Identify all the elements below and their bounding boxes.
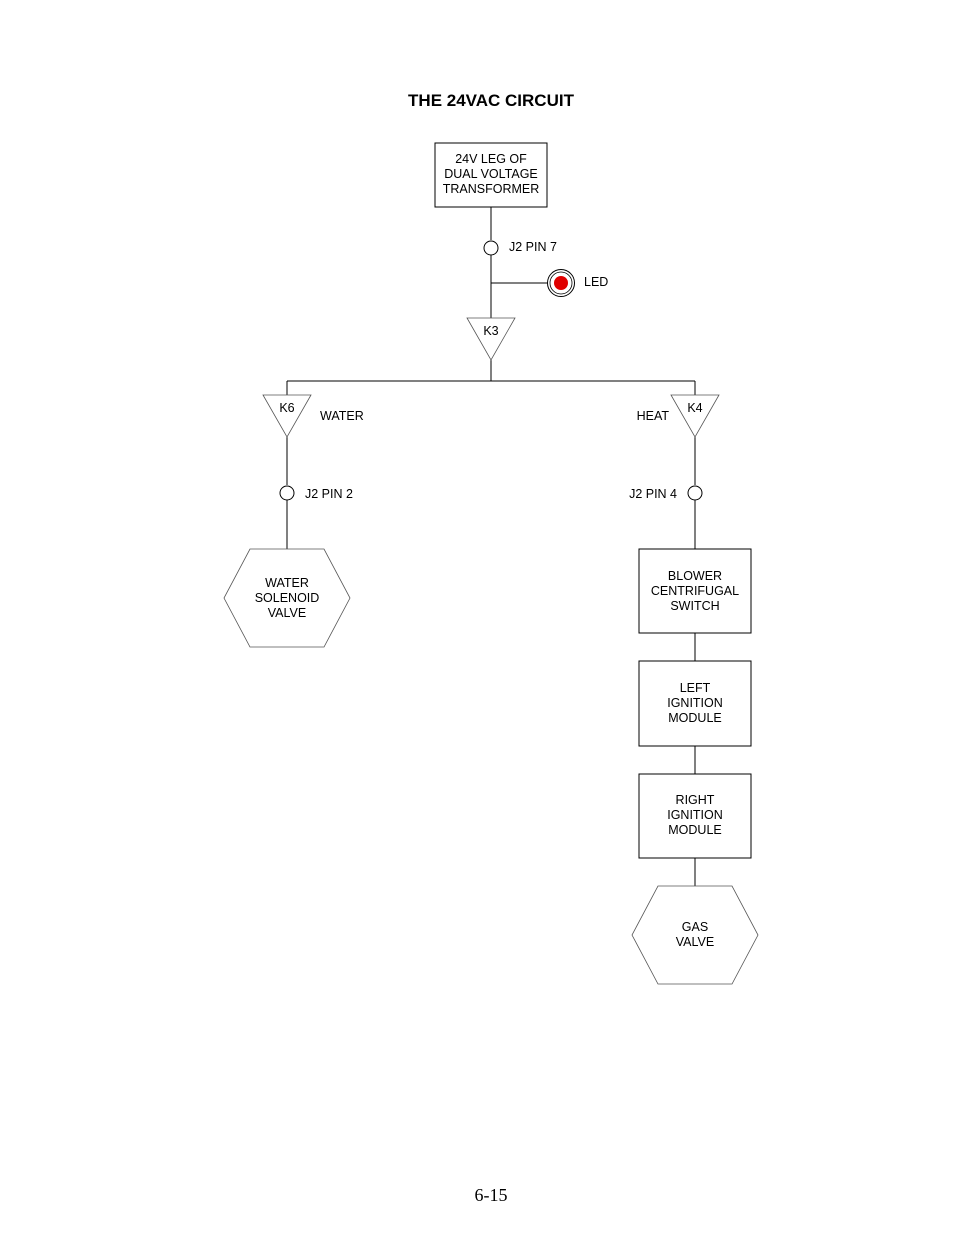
water-solenoid-valve: WATER SOLENOID VALVE [223,548,351,648]
relay-k4: K4 [670,394,720,438]
svg-text:DUAL VOLTAGE: DUAL VOLTAGE [444,167,538,181]
j2-pin4-label: J2 PIN 4 [629,487,677,501]
wiring [286,207,696,886]
svg-text:RIGHT: RIGHT [676,793,715,807]
heat-branch-label: HEAT [637,409,670,423]
led-label: LED [584,275,608,289]
svg-text:VALVE: VALVE [676,935,714,949]
svg-text:SWITCH: SWITCH [670,599,719,613]
svg-text:24V LEG OF: 24V LEG OF [455,152,527,166]
svg-text:SOLENOID: SOLENOID [255,591,320,605]
page-number: 6-15 [475,1185,508,1205]
led-indicator [547,269,575,297]
svg-text:K6: K6 [279,401,294,415]
right-ignition-module: RIGHT IGNITION MODULE [638,773,752,859]
svg-text:VALVE: VALVE [268,606,306,620]
svg-text:BLOWER: BLOWER [668,569,722,583]
diagram-title: THE 24VAC CIRCUIT [408,91,575,110]
svg-text:CENTRIFUGAL: CENTRIFUGAL [651,584,739,598]
svg-text:GAS: GAS [682,920,708,934]
svg-text:K4: K4 [687,401,702,415]
j2-pin2-label: J2 PIN 2 [305,487,353,501]
relay-k6: K6 [262,394,312,438]
svg-text:MODULE: MODULE [668,711,721,725]
svg-text:IGNITION: IGNITION [667,696,723,710]
svg-text:K3: K3 [483,324,498,338]
gas-valve: GAS VALVE [631,885,759,985]
j2-pin7-label: J2 PIN 7 [509,240,557,254]
blower-centrifugal-switch: BLOWER CENTRIFUGAL SWITCH [638,548,752,634]
j2-pin4-connector [687,485,703,501]
transformer-box: 24V LEG OF DUAL VOLTAGE TRANSFORMER [434,142,548,208]
left-ignition-module: LEFT IGNITION MODULE [638,660,752,747]
j2-pin7-connector [483,240,499,256]
svg-text:TRANSFORMER: TRANSFORMER [443,182,540,196]
svg-text:LEFT: LEFT [680,681,711,695]
svg-text:WATER: WATER [265,576,309,590]
relay-k3: K3 [466,317,516,361]
j2-pin2-connector [279,485,295,501]
svg-text:IGNITION: IGNITION [667,808,723,822]
svg-text:MODULE: MODULE [668,823,721,837]
water-branch-label: WATER [320,409,364,423]
